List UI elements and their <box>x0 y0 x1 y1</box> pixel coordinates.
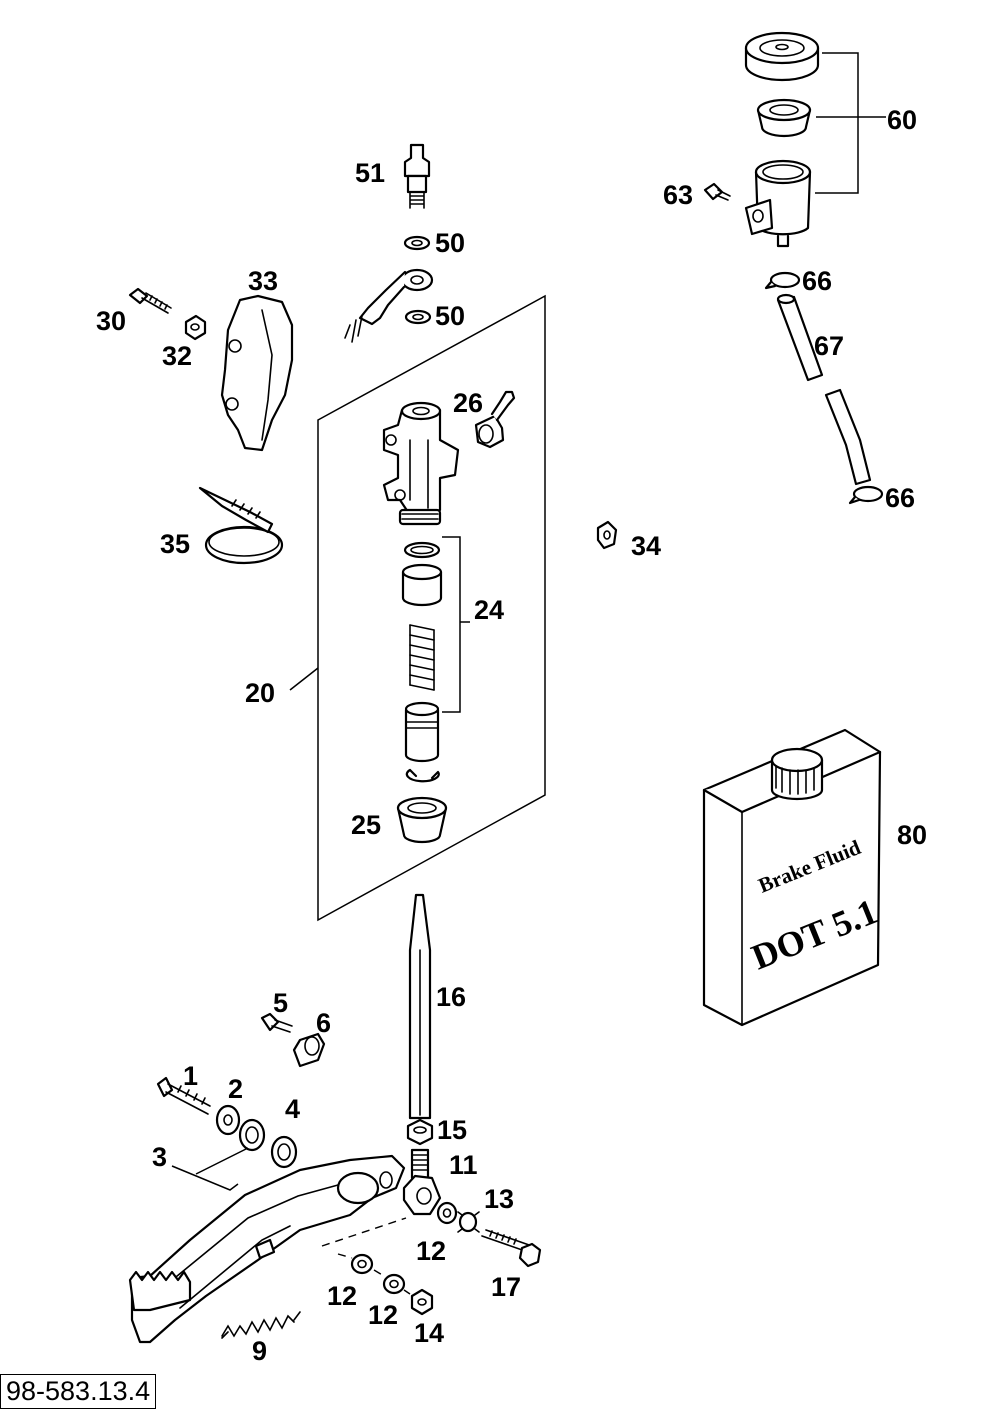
callout-5: 5 <box>273 988 288 1018</box>
lock-nut-15 <box>406 1118 434 1146</box>
banjo-fitting <box>344 268 434 343</box>
bushing-6 <box>292 1032 326 1068</box>
callout-2: 2 <box>228 1074 243 1104</box>
callout-12-middle: 12 <box>368 1300 398 1330</box>
o-ring <box>403 541 441 559</box>
callout-11: 11 <box>449 1150 478 1180</box>
callout-32: 32 <box>162 341 192 371</box>
reservoir-diaphragm <box>756 98 812 138</box>
callout-26: 26 <box>453 388 483 418</box>
callout-33: 33 <box>248 266 278 296</box>
return-spring <box>221 1311 301 1339</box>
piston <box>404 701 440 763</box>
hose-clamp-upper <box>764 271 801 290</box>
callout-25: 25 <box>351 810 381 840</box>
callout-35: 35 <box>160 529 190 559</box>
push-rod <box>408 893 432 1120</box>
bearing-4b <box>270 1135 298 1169</box>
brake-pedal <box>128 1154 406 1344</box>
washer-12a <box>436 1201 458 1225</box>
washer-12c <box>382 1273 406 1295</box>
circlip <box>405 768 440 783</box>
callout-15: 15 <box>437 1115 467 1145</box>
reservoir-cap <box>744 31 820 82</box>
callout-14: 14 <box>414 1318 444 1348</box>
callout-50-lower: 50 <box>435 301 465 331</box>
master-cylinder-body <box>382 401 460 526</box>
callout-80: 80 <box>897 820 927 850</box>
dust-boot <box>396 796 448 844</box>
callout-3: 3 <box>152 1142 167 1172</box>
clevis-11 <box>402 1148 442 1216</box>
nut-14 <box>410 1288 434 1316</box>
callout-9: 9 <box>252 1336 267 1366</box>
callout-12-left: 12 <box>327 1281 357 1311</box>
master-cylinder-guard <box>220 294 294 452</box>
bolt-30 <box>128 287 172 314</box>
screw-63 <box>703 182 731 201</box>
hose <box>776 293 872 486</box>
callout-63: 63 <box>663 180 693 210</box>
callout-6: 6 <box>316 1008 331 1038</box>
callout-60: 60 <box>887 105 917 135</box>
elbow-fitting <box>474 390 516 449</box>
bearing-4a <box>238 1118 266 1152</box>
bracket-60 <box>815 52 886 194</box>
assembly-frame-20 <box>317 294 546 922</box>
callout-67: 67 <box>814 331 844 361</box>
bolt-17 <box>481 1229 542 1268</box>
diagram-reference-number: 98-583.13.4 <box>0 1374 157 1409</box>
screw-5 <box>260 1012 293 1033</box>
callout-17: 17 <box>491 1272 521 1302</box>
callout-51: 51 <box>355 158 385 188</box>
hose-clamp-lower <box>848 485 884 505</box>
reservoir-body <box>744 159 812 248</box>
washer-2 <box>215 1104 241 1136</box>
callout-34: 34 <box>631 531 661 561</box>
callout-13: 13 <box>484 1184 514 1214</box>
callout-16: 16 <box>436 982 466 1012</box>
washer-12b <box>350 1253 374 1275</box>
brake-light-switch <box>403 143 431 209</box>
nut-32 <box>184 314 207 341</box>
callout-66-lower: 66 <box>885 483 915 513</box>
nut-34 <box>596 520 618 550</box>
callout-20: 20 <box>245 678 275 708</box>
callout-4: 4 <box>285 1094 300 1124</box>
piston-sleeve <box>401 563 443 607</box>
callout-50-upper: 50 <box>435 228 465 258</box>
callout-66-upper: 66 <box>802 266 832 296</box>
brake-fluid-can: Brake Fluid DOT 5.1 <box>702 728 883 1027</box>
sealing-washer-lower <box>404 309 432 325</box>
callout-1: 1 <box>183 1061 198 1091</box>
lock-washer-13 <box>457 1211 480 1233</box>
sealing-washer <box>403 235 431 251</box>
callout-30: 30 <box>96 306 126 336</box>
cable-tie <box>198 486 284 565</box>
spring <box>409 624 435 691</box>
callout-12-right: 12 <box>416 1236 446 1266</box>
callout-24: 24 <box>474 595 504 625</box>
pivot-bolt-1 <box>156 1076 211 1115</box>
